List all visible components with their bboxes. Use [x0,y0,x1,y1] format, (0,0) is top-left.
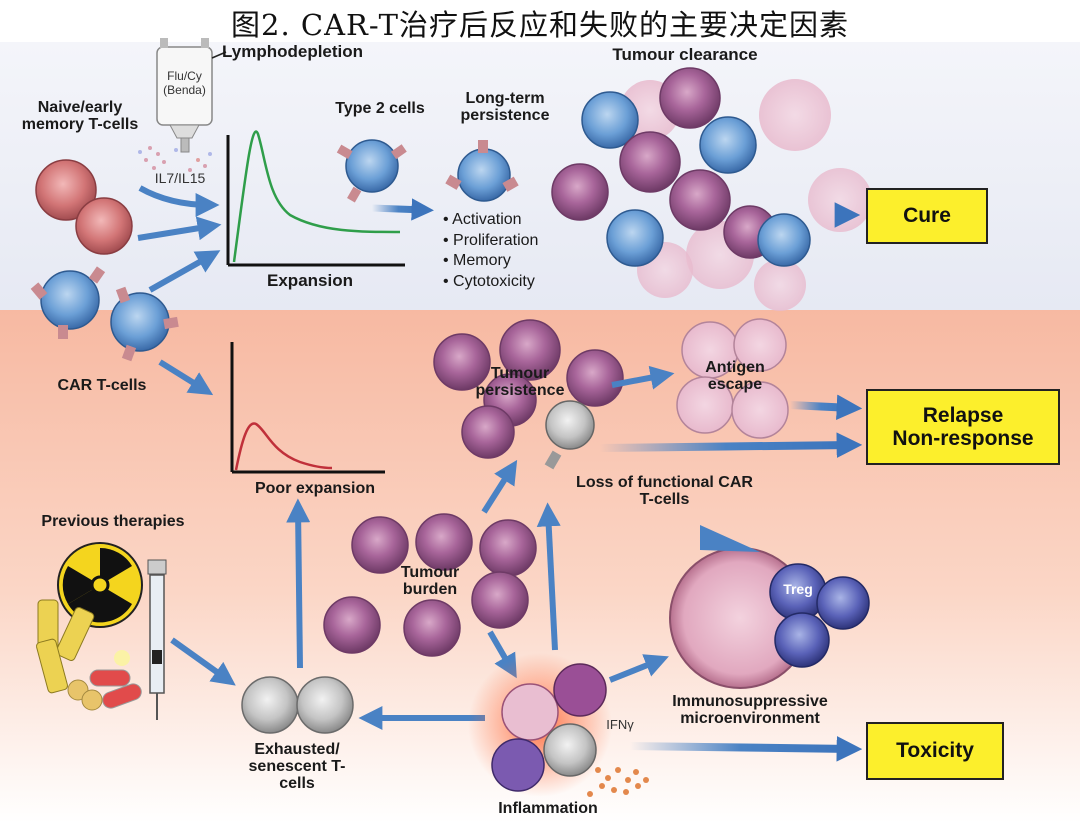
exhausted-cell [296,676,354,734]
feature-item: Proliferation [443,231,538,252]
exhausted-label: Exhausted/ senescent T-cells [248,741,346,792]
treg-label: Treg [783,581,813,597]
antigen-escape-cluster [676,318,789,439]
previous-therapies-label: Previous therapies [41,513,185,530]
naive-memory-label: Naive/early memory T-cells [21,99,139,133]
relapse-nonresponse-box: Relapse Non-response [866,389,1060,465]
tumour-burden-label: Tumour burden [400,564,460,598]
expansion-label: Expansion [267,271,353,290]
syringe-icon [147,559,167,720]
exhausted-cell [241,676,299,734]
loss-functional-label: Loss of functional CAR T-cells [576,474,753,508]
figure-title: 图2. CAR-T治疗后反应和失败的主要决定因素 [231,8,849,42]
pill-icons [36,599,142,711]
long-term-persistence-label: Long-term persistence [460,90,550,124]
car-t-cell [110,286,179,362]
treg-cell [774,612,830,668]
tumour-burden-cluster [323,513,537,657]
expansion-chart [226,130,405,267]
car-t-cells-label: CAR T-cells [57,377,147,394]
tumour-clearance-cluster [551,67,872,311]
type2-cell [336,139,407,203]
benda-label: (Benda) [163,83,206,97]
iv-bag-icon [156,38,227,153]
inflammation-cell [501,683,559,741]
il7-il15-label: IL7/IL15 [154,170,206,186]
immunosuppressive-label: Immunosuppressive microenvironment [672,693,828,727]
naive-cell [35,159,97,221]
feature-item: Activation [443,210,538,231]
feature-item: Cytotoxicity [443,272,538,293]
antigen-escape-label: Antigen escape [705,359,765,393]
relapse-text: Relapse [922,403,1004,427]
feature-item: Memory [443,251,538,272]
flu-cy-label: Flu/Cy [167,69,202,83]
inflammation-cell [543,723,597,777]
persistence-feature-list: Activation Proliferation Memory Cytotoxi… [443,210,538,292]
cure-box: Cure [866,188,988,244]
inflammation-label: Inflammation [498,800,598,817]
tumour-persistence-cluster [433,319,624,470]
radiation-symbol-icon [57,542,143,628]
inflammation-cell [553,663,607,717]
tumour-clearance-label: Tumour clearance [612,45,758,64]
treg-cell [816,576,870,630]
inflammation-cell [491,738,545,792]
non-response-text: Non-response [892,427,1034,450]
poor-expansion-chart [230,342,385,474]
naive-cell [75,197,133,255]
cytokine-dots [138,146,212,172]
persistence-cell [445,140,519,202]
type2-cells-label: Type 2 cells [335,100,425,117]
lymphodepletion-label: Lymphodepletion [222,42,364,61]
tme-to-loss-arrow [700,525,760,552]
poor-expansion-label: Poor expansion [254,480,376,497]
toxicity-text: Toxicity [896,739,974,763]
car-t-cell [30,266,106,339]
ifn-gamma-dots [587,767,649,797]
tumour-persistence-label: Tumour persistence [475,365,565,399]
toxicity-box: Toxicity [866,722,1004,780]
il-arrow [138,185,220,217]
cure-text: Cure [903,204,951,228]
ifn-gamma-label: IFNγ [606,717,634,732]
